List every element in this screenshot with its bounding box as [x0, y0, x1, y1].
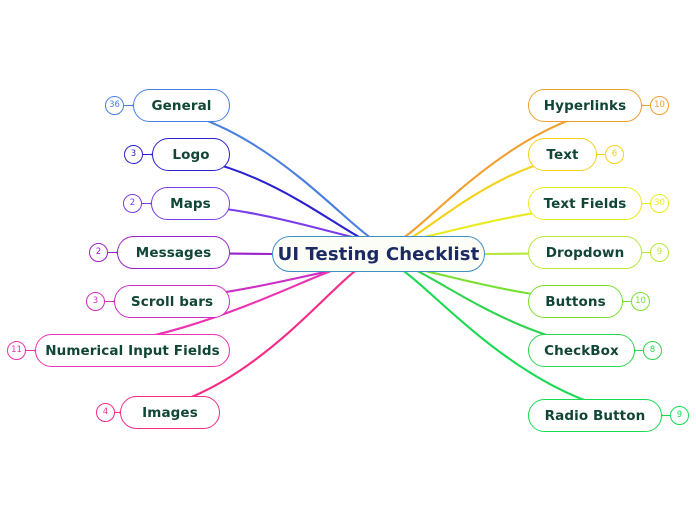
- central-topic[interactable]: UI Testing Checklist: [272, 236, 485, 272]
- topic-node[interactable]: Hyperlinks: [528, 89, 642, 122]
- badge-connector: [143, 153, 152, 156]
- topic-node[interactable]: Messages: [117, 236, 230, 269]
- badge-connector: [108, 251, 117, 254]
- topic-node[interactable]: Maps: [151, 187, 230, 220]
- topic-node[interactable]: Dropdown: [528, 236, 642, 269]
- topic-node[interactable]: Scroll bars: [114, 285, 230, 318]
- badge-connector: [635, 349, 643, 352]
- badge-connector: [642, 104, 650, 107]
- topic-node[interactable]: General: [133, 89, 230, 122]
- topic-count-badge: 10: [650, 96, 669, 115]
- topic-count-badge: 2: [123, 194, 142, 213]
- topic-count-badge: 2: [89, 243, 108, 262]
- topic-count-badge: 11: [7, 341, 26, 360]
- badge-connector: [26, 349, 35, 352]
- topic-node[interactable]: Radio Button: [528, 399, 662, 432]
- badge-connector: [597, 153, 605, 156]
- topic-count-badge: 6: [605, 145, 624, 164]
- topic-node[interactable]: Buttons: [528, 285, 623, 318]
- topic-count-badge: 3: [124, 145, 143, 164]
- badge-connector: [115, 411, 120, 414]
- topic-count-badge: 9: [650, 243, 669, 262]
- branch-connector: [131, 104, 388, 244]
- badge-connector: [642, 251, 650, 254]
- badge-connector: [623, 300, 631, 303]
- topic-count-badge: 30: [650, 194, 669, 213]
- topic-count-badge: 8: [643, 341, 662, 360]
- topic-node[interactable]: Logo: [152, 138, 230, 171]
- topic-count-badge: 36: [105, 96, 124, 115]
- topic-count-badge: 10: [631, 292, 650, 311]
- badge-connector: [662, 414, 670, 417]
- badge-connector: [642, 202, 650, 205]
- topic-count-badge: 9: [670, 406, 689, 425]
- topic-node[interactable]: Text: [528, 138, 597, 171]
- badge-connector: [142, 202, 151, 205]
- badge-connector: [124, 104, 133, 107]
- badge-connector: [105, 300, 114, 303]
- topic-node[interactable]: Numerical Input Fields: [35, 334, 230, 367]
- topic-node[interactable]: Text Fields: [528, 187, 642, 220]
- topic-count-badge: 3: [86, 292, 105, 311]
- topic-count-badge: 4: [96, 403, 115, 422]
- topic-node[interactable]: Images: [120, 396, 220, 429]
- topic-node[interactable]: CheckBox: [528, 334, 635, 367]
